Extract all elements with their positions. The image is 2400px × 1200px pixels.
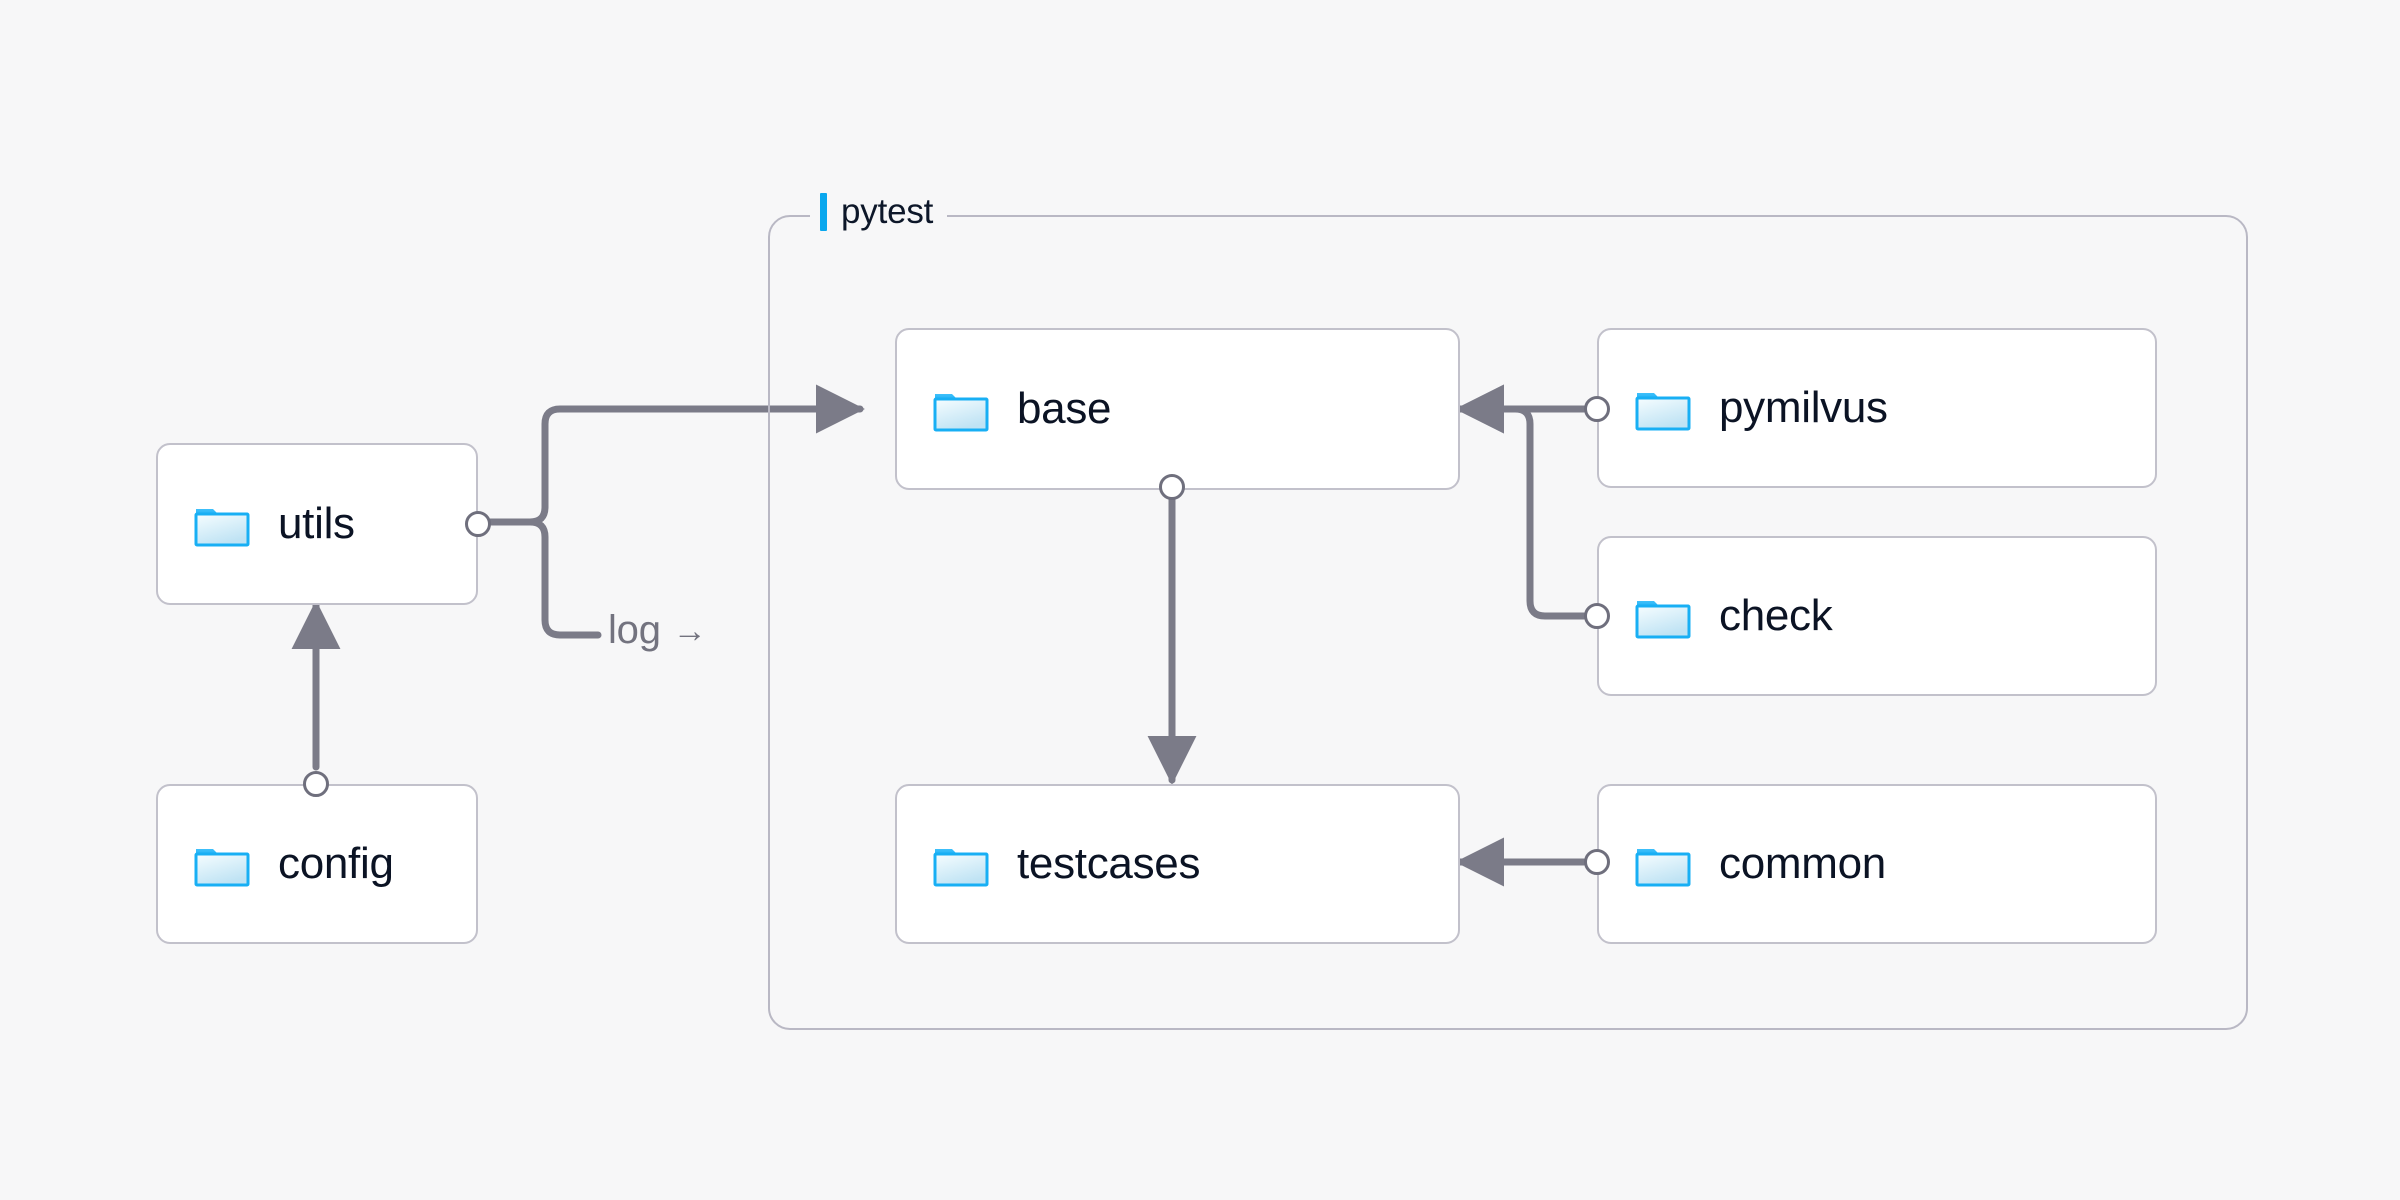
group-accent-bar (820, 193, 827, 231)
node-label-common: common (1719, 839, 1886, 888)
pytest-group-container[interactable] (768, 215, 2248, 1030)
node-label-base: base (1017, 384, 1112, 433)
node-check[interactable]: check (1597, 536, 2157, 696)
node-utils[interactable]: utils (156, 443, 478, 605)
edge-utils-to-log (483, 518, 602, 639)
folder-icon (194, 509, 250, 547)
folder-icon (1635, 849, 1691, 887)
node-label-pymilvus: pymilvus (1719, 383, 1888, 432)
port-utils-right[interactable] (465, 511, 491, 537)
edge-label-log-text: log (608, 608, 661, 652)
port-common-left[interactable] (1584, 849, 1610, 875)
node-common[interactable]: common (1597, 784, 2157, 944)
folder-icon (933, 849, 989, 887)
folder-icon (1635, 393, 1691, 431)
pytest-group-label: pytest (810, 190, 948, 234)
port-pymilvus-left[interactable] (1584, 396, 1610, 422)
node-testcases[interactable]: testcases (895, 784, 1460, 944)
folder-icon (194, 849, 250, 887)
group-title-text: pytest (841, 192, 934, 231)
node-label-config: config (278, 839, 394, 888)
arrow-right-icon: → (672, 611, 707, 650)
port-check-left[interactable] (1584, 603, 1610, 629)
edge-label-log: log → (608, 608, 707, 653)
node-base[interactable]: base (895, 328, 1460, 490)
folder-icon (1635, 601, 1691, 639)
folder-icon (933, 394, 989, 432)
node-config[interactable]: config (156, 784, 478, 944)
node-pymilvus[interactable]: pymilvus (1597, 328, 2157, 488)
node-label-check: check (1719, 591, 1833, 640)
port-config-top[interactable] (303, 771, 329, 797)
node-label-testcases: testcases (1017, 839, 1201, 888)
port-base-bottom[interactable] (1159, 474, 1185, 500)
node-label-utils: utils (278, 499, 355, 548)
